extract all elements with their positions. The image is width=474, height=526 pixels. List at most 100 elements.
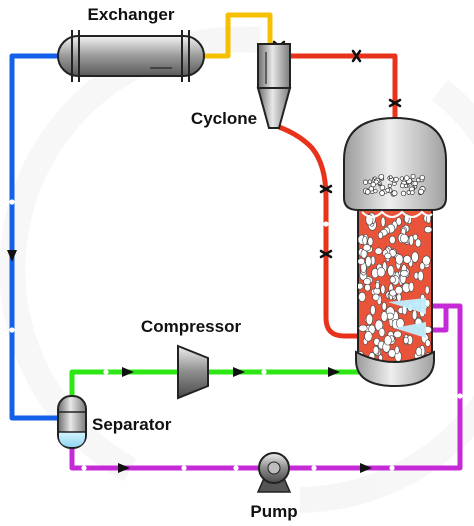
- bed-bubble: [424, 285, 430, 295]
- bed-bubble: [394, 286, 403, 295]
- separator-icon: [57, 395, 87, 449]
- dome-particle: [404, 175, 410, 181]
- dome-particle: [373, 188, 378, 194]
- bed-bubble: [415, 238, 422, 248]
- cyclone-icon: [256, 43, 292, 129]
- bed-bubble: [380, 311, 388, 322]
- dome-particle: [403, 183, 408, 188]
- dome-particle: [367, 179, 373, 184]
- bed-bubble: [374, 247, 383, 255]
- bed-bubble: [362, 235, 368, 246]
- bed-bubble: [389, 276, 396, 284]
- bed-bubble: [358, 291, 366, 302]
- dome-particle: [362, 179, 369, 185]
- dome-particle: [393, 176, 399, 183]
- bed-bubble: [393, 330, 402, 338]
- bed-bubble: [383, 335, 392, 346]
- bed-bubble: [422, 255, 431, 266]
- line-dots: [9, 199, 463, 471]
- dome-particle: [415, 177, 421, 183]
- dome-particle: [388, 175, 393, 180]
- label-separator: Separator: [92, 415, 172, 434]
- dome-particle: [410, 173, 416, 179]
- bed-bubble: [358, 282, 364, 290]
- dome-particle: [378, 173, 385, 180]
- bed-bubble: [395, 254, 404, 265]
- arrow-purple-2: [360, 463, 372, 473]
- flow-arrows: [7, 250, 372, 473]
- dome-particle: [364, 189, 371, 195]
- bed-bubble: [403, 336, 409, 345]
- dome-particle: [368, 186, 374, 192]
- bed-bubble: [377, 231, 384, 240]
- bed-bubble: [415, 346, 422, 357]
- pump-icon: [256, 452, 292, 493]
- label-cyclone: Cyclone: [191, 109, 257, 128]
- bed-bubble: [358, 257, 365, 265]
- label-pump: Pump: [250, 502, 297, 521]
- bed-bubble: [367, 236, 374, 246]
- dome-particle: [413, 185, 418, 189]
- bed-bubble: [370, 305, 376, 316]
- gas-jets: [388, 298, 426, 338]
- arrow-green-3: [328, 367, 340, 377]
- bed-bubble: [424, 226, 432, 234]
- bed-bubble: [417, 270, 424, 282]
- dome-particle: [387, 183, 392, 188]
- dome-particle: [385, 187, 391, 193]
- bed-bubble: [372, 345, 380, 355]
- bed-bubble: [380, 216, 386, 228]
- reactor-icon: [343, 116, 447, 388]
- blue-line: [9, 53, 58, 421]
- green-line: [69, 369, 178, 404]
- arrow-blue-down: [7, 250, 17, 262]
- bed-bubble: [419, 262, 426, 271]
- bed-bubble: [387, 265, 395, 277]
- red-line-dipleg: [278, 124, 360, 339]
- dome-particle: [400, 190, 407, 197]
- compressor-icon: [177, 344, 209, 400]
- bed-bubble: [365, 313, 374, 326]
- bed-bubble: [424, 339, 431, 347]
- bed-bubble: [362, 244, 371, 252]
- dome-particle: [379, 184, 386, 191]
- label-compressor: Compressor: [141, 317, 242, 336]
- bed-bubble: [358, 324, 368, 332]
- dome-particle: [399, 176, 404, 181]
- bed-bubble: [396, 293, 402, 302]
- dome-particle: [419, 174, 425, 181]
- dome-particle: [418, 188, 425, 195]
- bed-bubble: [411, 309, 418, 321]
- bed-bubbles: [358, 212, 432, 362]
- bed-bubble: [403, 255, 412, 264]
- yellow-line: [204, 12, 273, 59]
- bed-bubble: [408, 281, 415, 292]
- bed-bubble: [394, 345, 400, 355]
- bed-bubble: [400, 269, 409, 277]
- exchanger-icon: [57, 30, 205, 82]
- arrow-green-1: [122, 367, 134, 377]
- bed-bubble: [399, 233, 409, 244]
- bed-bubble: [364, 330, 373, 342]
- bed-bubble: [408, 235, 414, 246]
- arrow-green-2: [233, 367, 245, 377]
- bed-bubble: [363, 277, 372, 285]
- dome-particles: [362, 173, 426, 197]
- bed-bubble: [411, 251, 419, 263]
- dome-particle: [379, 190, 385, 196]
- red-line-top: [290, 53, 398, 120]
- bed-bubble: [378, 327, 386, 338]
- bed-bubble: [365, 255, 372, 268]
- arrow-purple-1: [118, 463, 130, 473]
- bed-bubble: [372, 293, 380, 301]
- bed-bubble: [384, 252, 392, 260]
- bed-bubble: [374, 282, 380, 290]
- dome-particle: [370, 181, 376, 188]
- bed-bubble: [376, 267, 386, 278]
- bed-bubble: [380, 284, 386, 295]
- label-exchanger: Exchanger: [88, 5, 175, 24]
- bed-bubble: [388, 235, 396, 244]
- dome-particle: [391, 190, 398, 197]
